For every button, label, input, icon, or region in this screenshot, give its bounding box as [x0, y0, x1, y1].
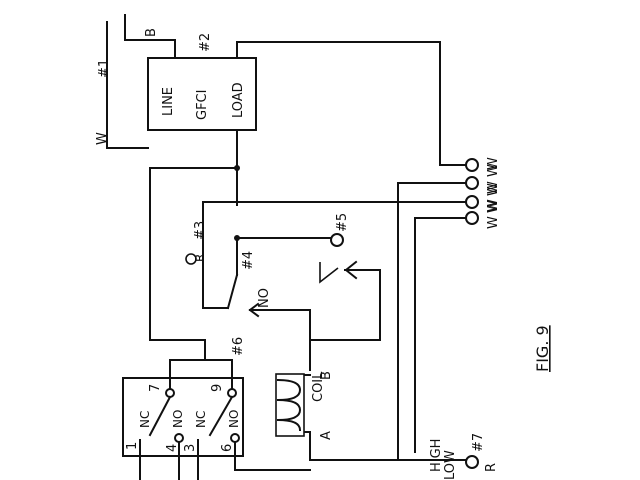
contact-nc-2 — [208, 395, 234, 437]
arrow-5 — [344, 260, 358, 280]
terminal-4-label: W W — [486, 199, 501, 229]
contact-label-nc-1: NC — [138, 411, 152, 428]
component-3-mark: R — [193, 254, 207, 262]
component-3-ref: #3 — [193, 221, 208, 240]
supply-wire-w-label: W — [95, 132, 110, 145]
coil-core — [275, 373, 305, 437]
relay-ref: #6 — [231, 337, 246, 356]
switch-5-contact — [319, 262, 339, 284]
coil-end-a: A — [319, 431, 334, 440]
switch-assembly: #3 R #4 #5 NO — [185, 201, 381, 341]
terminal-2 — [465, 176, 479, 190]
pin-1-label: 1 — [125, 442, 140, 450]
contact-label-no-1: NO — [171, 410, 185, 428]
left-loop-wire — [149, 167, 206, 361]
bottom-ref: #7 — [471, 433, 486, 452]
contact-nc-1 — [148, 395, 172, 437]
relay-coil: COIL A B — [275, 339, 381, 461]
terminal-7 — [465, 455, 479, 469]
coil-a-lead — [304, 374, 311, 461]
terminal-4 — [465, 211, 479, 225]
figure-label: FIG. 9 — [533, 325, 552, 372]
load-top-wire — [236, 41, 466, 166]
no-wire — [249, 309, 311, 341]
gfci-line-label: LINE — [161, 87, 176, 116]
relay-contact-label: NO — [257, 288, 272, 308]
contact-5-wire — [344, 269, 381, 341]
pin-9-label: 9 — [210, 384, 225, 392]
contact-label-nc-2: NC — [194, 411, 208, 428]
switch-blade — [226, 273, 239, 310]
pin-7-label: 7 — [148, 384, 163, 392]
supply-wire-w — [106, 21, 149, 149]
component-5-ref: #5 — [335, 213, 350, 232]
pin-9-terminal — [227, 388, 237, 398]
junction-row-wire — [149, 167, 238, 206]
pin-4-terminal — [174, 433, 184, 443]
terminal-3-label: W W — [486, 183, 501, 213]
pin-3-label: 3 — [183, 444, 198, 452]
contact-label-no-2: NO — [227, 410, 241, 428]
gfci-device: #2 LINE GFCI LOAD — [147, 33, 257, 131]
component-4-ref: #4 — [241, 251, 256, 270]
supply-wire-b-label: B — [144, 28, 159, 37]
pin-4-label: 4 — [165, 444, 180, 452]
terminal-3 — [465, 195, 479, 209]
terminal-5 — [330, 233, 344, 247]
relay-block: #6 1 7 4 3 9 6 NC NO NC NO — [122, 337, 311, 480]
gfci-load-label: LOAD — [231, 82, 246, 118]
supply-ref: #1 — [97, 59, 112, 78]
pin-7-terminal — [165, 388, 175, 398]
component-3-symbol — [185, 253, 197, 265]
bottom-terminal: #7 HIGH LOW R — [309, 433, 499, 480]
supply-wire-b — [124, 14, 176, 59]
pin-6-label: 6 — [220, 444, 235, 452]
coil-label: COIL — [311, 371, 326, 402]
no-arrow — [248, 302, 260, 318]
terminal-1 — [465, 158, 479, 172]
junction-dot — [234, 165, 240, 171]
low-label: LOW — [443, 450, 458, 480]
switch-left-wire — [202, 201, 229, 309]
gfci-center-label: GFCI — [195, 90, 210, 120]
right-terminals: W W W W W W W — [465, 157, 501, 229]
relay-box — [122, 377, 244, 457]
terminal-2-label: W W — [486, 164, 501, 194]
high-label: HIGH — [429, 439, 444, 472]
pin-6-terminal — [230, 433, 240, 443]
coil-end-b: B — [319, 371, 334, 380]
r-label: R — [484, 463, 499, 472]
supply-wires: #1 W B — [95, 14, 176, 149]
load-wiring — [149, 41, 466, 461]
gfci-ref: #2 — [198, 33, 213, 52]
coil-winding — [276, 378, 302, 432]
terminal-1-label: W — [486, 157, 501, 170]
gfci-box — [147, 57, 257, 131]
relay-top-wire — [204, 359, 233, 391]
relay-bottom-leads — [139, 439, 311, 480]
